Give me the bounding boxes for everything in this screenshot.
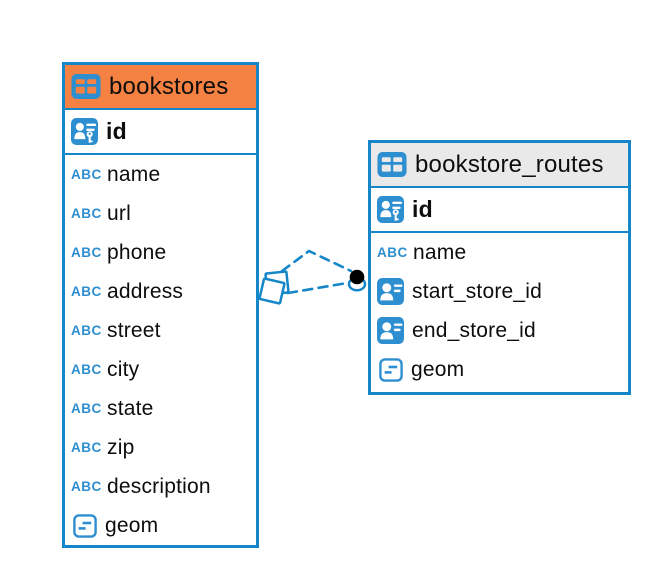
field-row[interactable]: ABC state [65, 389, 256, 428]
field-name: description [107, 474, 211, 498]
field-row[interactable]: ABC zip [65, 428, 256, 467]
field-row[interactable]: ABC street [65, 311, 256, 350]
foreign-key-icon [377, 317, 404, 344]
field-name: phone [107, 240, 167, 264]
field-row[interactable]: geom [371, 350, 628, 389]
field-name: start_store_id [412, 279, 543, 303]
field-name: name [413, 240, 467, 264]
field-name: url [107, 201, 131, 225]
table-header[interactable]: bookstores [65, 65, 256, 110]
table-title: bookstores [109, 72, 229, 100]
relation-target-marker [347, 269, 367, 292]
geometry-type-icon [73, 514, 97, 538]
primary-key-row[interactable]: id [65, 110, 256, 155]
table-bookstores[interactable]: bookstores id ABC name ABC url ABC phone… [62, 62, 259, 548]
primary-key-name: id [106, 118, 127, 144]
text-type-icon: ABC [71, 284, 102, 299]
field-name: end_store_id [412, 318, 536, 342]
field-row[interactable]: ABC url [65, 194, 256, 233]
field-name: address [107, 279, 184, 303]
field-row[interactable]: ABC address [65, 272, 256, 311]
relation-line-lower[interactable] [286, 281, 349, 295]
table-bookstore-routes[interactable]: bookstore_routes id ABC name start_store… [368, 140, 631, 395]
primary-key-row[interactable]: id [371, 188, 628, 233]
text-type-icon: ABC [71, 362, 102, 377]
field-name: geom [411, 357, 465, 381]
field-name: zip [107, 435, 135, 459]
field-name: geom [105, 513, 159, 537]
foreign-key-icon [377, 278, 404, 305]
geometry-type-icon [379, 358, 403, 382]
field-row[interactable]: end_store_id [371, 311, 628, 350]
primary-key-icon [377, 196, 404, 223]
table-title: bookstore_routes [415, 150, 604, 178]
field-name: state [107, 396, 154, 420]
field-row[interactable]: geom [65, 506, 256, 545]
field-row[interactable]: ABC name [371, 233, 628, 272]
field-name: street [107, 318, 161, 342]
text-type-icon: ABC [71, 401, 102, 416]
text-type-icon: ABC [71, 440, 102, 455]
primary-key-icon [71, 118, 98, 145]
field-row[interactable]: ABC city [65, 350, 256, 389]
field-name: name [107, 162, 161, 186]
text-type-icon: ABC [71, 323, 102, 338]
table-icon [377, 152, 407, 177]
relation-line-upper[interactable] [280, 249, 353, 273]
text-type-icon: ABC [71, 479, 102, 494]
relation-source-marker [258, 270, 290, 305]
field-row[interactable]: ABC name [65, 155, 256, 194]
table-header[interactable]: bookstore_routes [371, 143, 628, 188]
field-row[interactable]: ABC description [65, 467, 256, 506]
field-name: city [107, 357, 140, 381]
text-type-icon: ABC [71, 167, 102, 182]
text-type-icon: ABC [377, 245, 408, 260]
table-icon [71, 74, 101, 99]
text-type-icon: ABC [71, 206, 102, 221]
field-row[interactable]: ABC phone [65, 233, 256, 272]
field-row[interactable]: start_store_id [371, 272, 628, 311]
primary-key-name: id [412, 196, 433, 222]
text-type-icon: ABC [71, 245, 102, 260]
